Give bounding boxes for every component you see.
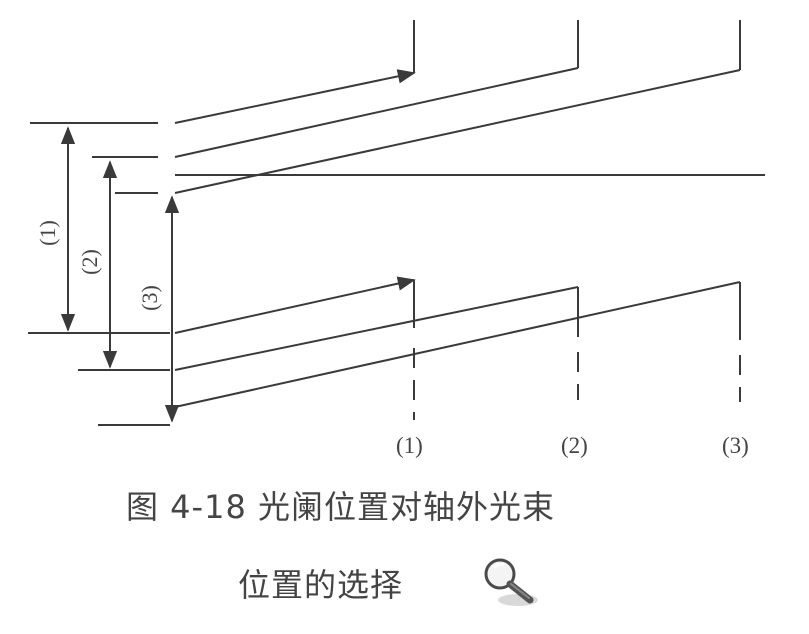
magnifier-icon[interactable] xyxy=(478,554,542,610)
figure-caption-line-1: 图 4-18 光阑位置对轴外光束 xyxy=(126,488,555,526)
upper-ray-2 xyxy=(174,67,579,158)
dimension-label-3: (3) xyxy=(137,285,162,311)
lower-ray-2 xyxy=(174,286,579,371)
stop-label-3: (3) xyxy=(722,433,749,458)
dimension-label-2: (2) xyxy=(77,249,102,275)
lower-ray-1 xyxy=(174,276,416,334)
upper-ray-1 xyxy=(174,69,416,124)
stop-label-2: (2) xyxy=(561,433,588,458)
upper-ray-3 xyxy=(174,69,741,194)
dimension-label-1: (1) xyxy=(35,220,60,246)
stop-label-1: (1) xyxy=(396,433,423,458)
figure-caption-line-2: 位置的选择 xyxy=(238,566,404,604)
lower-ray-3 xyxy=(174,281,741,408)
